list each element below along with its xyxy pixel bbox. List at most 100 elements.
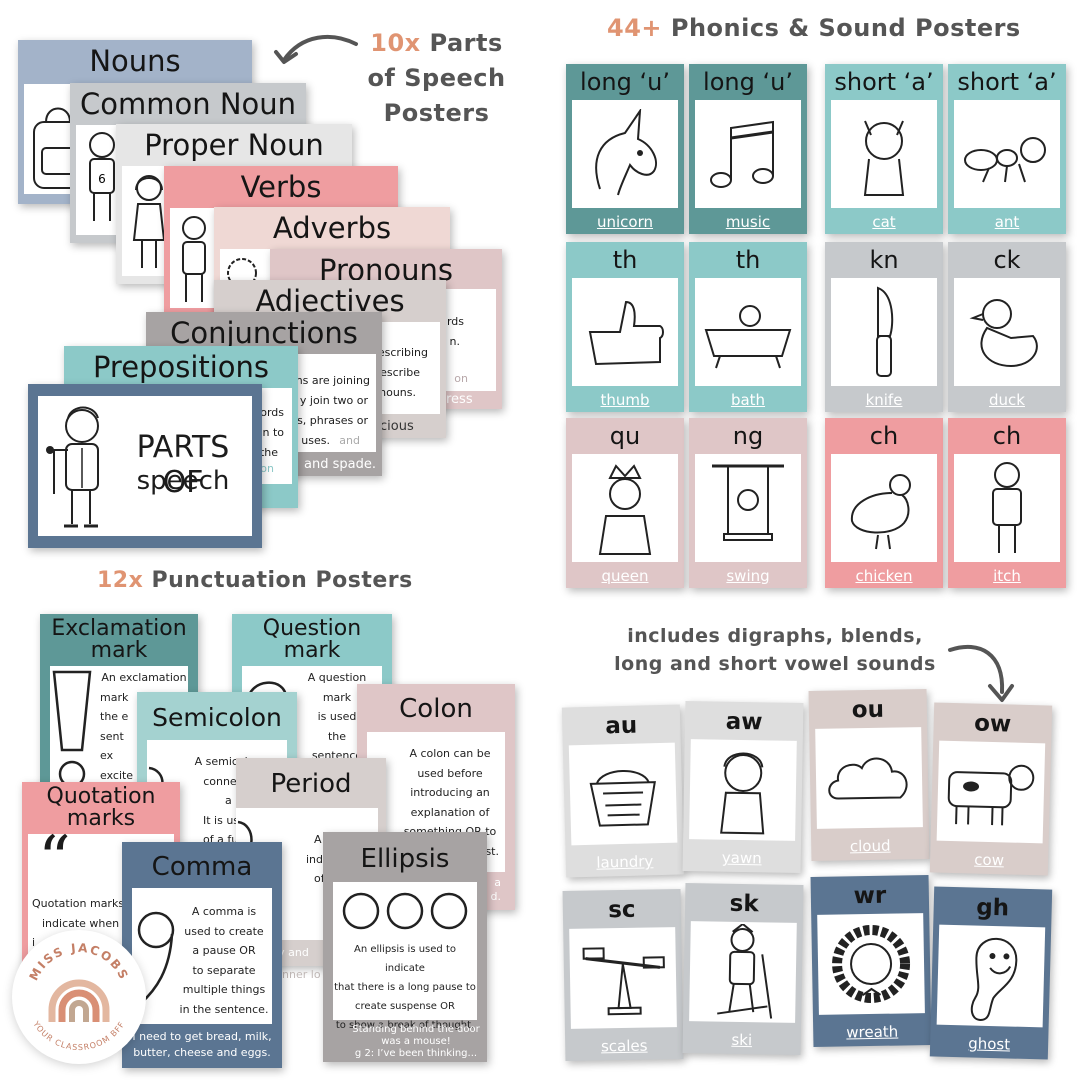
phonics-image xyxy=(695,454,801,562)
body-line: introducing an xyxy=(410,786,490,799)
music-notes-icon xyxy=(710,120,774,188)
phonics-image xyxy=(572,454,678,562)
poster-title: Period xyxy=(270,769,352,799)
phonics-sound: ow xyxy=(973,710,1012,738)
peek-text: s, phrases or xyxy=(297,414,368,427)
brand-tagline: YOUR CLASSROOM BFF xyxy=(31,1019,127,1052)
phonics-heading: 44+ Phonics & Sound Posters xyxy=(607,14,1021,42)
phonics-word: cat xyxy=(872,213,896,231)
phonics-card: kn knife xyxy=(825,242,943,412)
phonics-card: ow cow xyxy=(929,702,1053,876)
phonics-image xyxy=(954,278,1060,386)
phonics-word: knife xyxy=(865,391,903,409)
phonics-word: itch xyxy=(993,567,1021,585)
body-line: the e xyxy=(100,710,129,723)
body-line: sent xyxy=(100,729,124,743)
phonics-card: sk ski xyxy=(682,882,804,1056)
phonics-image xyxy=(572,100,678,208)
poster-body: A comma is used to create a pause OR to … xyxy=(132,888,272,1024)
phonics-image xyxy=(568,742,678,846)
includes-line-1: includes digraphs, blends, xyxy=(627,625,923,647)
unicorn-icon xyxy=(595,109,657,196)
peek-text: n. xyxy=(449,335,460,348)
poster-title: Comma xyxy=(151,852,253,882)
phonics-card: ch chicken xyxy=(825,418,943,588)
peek-footer-word: and spade. xyxy=(304,457,376,472)
phonics-word: wreath xyxy=(846,1022,899,1042)
phonics-word: ski xyxy=(731,1030,753,1050)
brand-rainbow-icon: MISS JACOBS YOUR CLASSROOM BFF xyxy=(27,941,130,1052)
body-line: A question mark xyxy=(307,671,367,704)
poster-parts-of-speech-front: PARTS OF speech xyxy=(28,384,262,548)
boy-singing-icon xyxy=(46,406,99,528)
phonics-sound: ch xyxy=(992,422,1022,450)
phonics-image xyxy=(689,739,797,841)
phonics-image xyxy=(831,454,937,562)
laundry-basket-icon xyxy=(589,770,656,827)
phonics-heading-count: 44+ xyxy=(607,14,663,42)
body-line: explanation of xyxy=(410,805,490,819)
phonics-card: th bath xyxy=(689,242,807,412)
body-line: to separate xyxy=(192,963,256,977)
includes-heading: includes digraphs, blends, long and shor… xyxy=(600,622,950,678)
front-title-line-2: speech xyxy=(136,466,230,496)
body-line: indicate when so xyxy=(42,916,136,930)
cow-icon xyxy=(947,764,1035,826)
boy-itch-icon xyxy=(992,462,1022,553)
phonics-image xyxy=(689,921,797,1023)
phonics-sound: kn xyxy=(869,246,899,274)
phonics-card: aw yawn xyxy=(682,700,804,874)
duck-icon xyxy=(969,299,1038,368)
body-line: multiple things xyxy=(182,983,266,996)
peek-text: the xyxy=(259,446,278,459)
phonics-word: yawn xyxy=(721,848,762,868)
phonics-image xyxy=(954,454,1060,562)
front-title-line-1: PARTS OF xyxy=(136,430,230,500)
includes-line-2: long and short vowel sounds xyxy=(614,653,936,675)
phonics-word: laundry xyxy=(596,852,654,872)
phonics-card: gh ghost xyxy=(929,886,1053,1060)
poster-footer-text: butter, cheese and eggs. xyxy=(133,1046,271,1059)
phonics-image xyxy=(831,100,937,208)
punct-heading-count: 12x xyxy=(97,568,144,593)
poster-title: Quotation marks xyxy=(46,784,156,831)
phonics-word: music xyxy=(725,213,771,231)
phonics-card: long ‘u’ music xyxy=(689,64,807,234)
body-line: in the sentence. xyxy=(179,1002,269,1016)
body-line: A xyxy=(314,833,322,846)
peek-text: describe xyxy=(373,366,420,379)
phonics-image xyxy=(954,100,1060,208)
peek-text: y join two or xyxy=(299,394,368,407)
cloud-icon xyxy=(828,757,908,800)
poster-title: Proper Noun xyxy=(144,128,324,162)
body-line: used to create xyxy=(184,924,264,938)
phonics-card: th thumb xyxy=(566,242,684,412)
poster-ellipsis: Ellipsis An ellipsis is used to indicate… xyxy=(323,832,487,1062)
poster-footer-text: d. xyxy=(490,890,501,903)
body-line: Quotation marks are xyxy=(32,897,146,910)
body-line: It is use xyxy=(203,813,246,827)
phonics-image xyxy=(569,927,677,1029)
poster-body-text: A comma is used to create a pause OR to … xyxy=(176,902,272,1019)
child-watering-icon xyxy=(182,216,206,302)
skier-icon xyxy=(717,923,773,1019)
peek-text: on xyxy=(260,462,274,475)
body-line: that there is a long pause to xyxy=(334,982,476,993)
cat-icon xyxy=(863,120,905,196)
pos-heading: 10x Parts of Speech Posters xyxy=(364,26,509,131)
phonics-sound: short ‘a’ xyxy=(834,68,934,96)
phonics-image xyxy=(817,913,925,1015)
phonics-sound: ou xyxy=(851,696,885,724)
peek-text: and xyxy=(339,434,360,447)
curved-arrow-icon xyxy=(274,34,358,64)
phonics-card: ck duck xyxy=(948,242,1066,412)
yawning-boy-icon xyxy=(720,752,765,835)
bathtub-icon xyxy=(704,305,792,369)
boy-icon: 6 xyxy=(89,132,115,221)
phonics-word: chicken xyxy=(855,567,913,585)
body-line: ex xyxy=(100,749,114,762)
phonics-sound: sk xyxy=(729,890,759,918)
body-line: An exclamation xyxy=(101,671,187,684)
phonics-card: short ‘a’ ant xyxy=(948,64,1066,234)
phonics-word: duck xyxy=(989,391,1025,409)
